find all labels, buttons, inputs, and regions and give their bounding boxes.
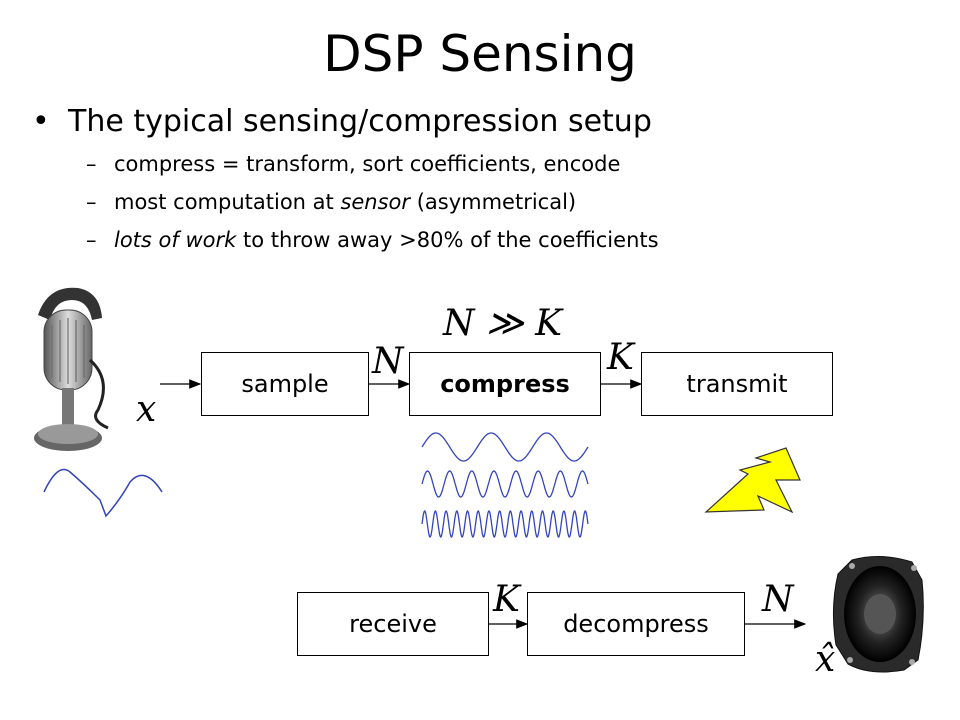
- microphone-icon: [34, 287, 109, 451]
- sub-text: compress = transform, sort coefficients,…: [114, 152, 621, 176]
- main-bullet: • The typical sensing/compression setup: [32, 102, 652, 142]
- sub-dash: –: [86, 228, 97, 252]
- input-signal-label: x: [136, 389, 157, 430]
- slide-title: DSP Sensing: [323, 25, 637, 83]
- k-received-label: K: [493, 579, 520, 620]
- main-bullet-text: The typical sensing/compression setup: [68, 104, 652, 139]
- sub-item: –compress = transform, sort coefficients…: [86, 150, 620, 178]
- basis-waves: [421, 432, 589, 539]
- n-output-label: N: [762, 579, 794, 620]
- sub-item: –lots of work to throw away >80% of the …: [86, 226, 659, 254]
- sample-block: sample: [201, 352, 369, 416]
- k-coefficients-label: K: [607, 337, 634, 378]
- sub-dash: –: [86, 190, 97, 214]
- receive-block: receive: [297, 592, 489, 656]
- decompress-block: decompress: [527, 592, 745, 656]
- reconstructed-signal-label: x̂: [815, 639, 836, 680]
- speaker-icon: [832, 556, 924, 673]
- sub-dash: –: [86, 152, 97, 176]
- sub-emphasis: sensor: [340, 190, 411, 214]
- sub-text: to throw away >80% of the coefficients: [236, 228, 659, 252]
- n-much-greater-k-label: N ≫ K: [443, 303, 562, 344]
- n-samples-label: N: [372, 341, 404, 382]
- sub-emphasis: lots of work: [114, 228, 237, 252]
- sub-text: most computation at: [114, 190, 341, 214]
- transmit-block: transmit: [641, 352, 833, 416]
- sub-text: (asymmetrical): [410, 190, 577, 214]
- input-signal-waveform: [43, 468, 163, 518]
- bullet-marker: •: [32, 104, 50, 139]
- compress-block: compress: [409, 352, 601, 416]
- lightning-bolt-icon: [704, 447, 801, 514]
- sub-item: –most computation at sensor (asymmetrica…: [86, 188, 576, 216]
